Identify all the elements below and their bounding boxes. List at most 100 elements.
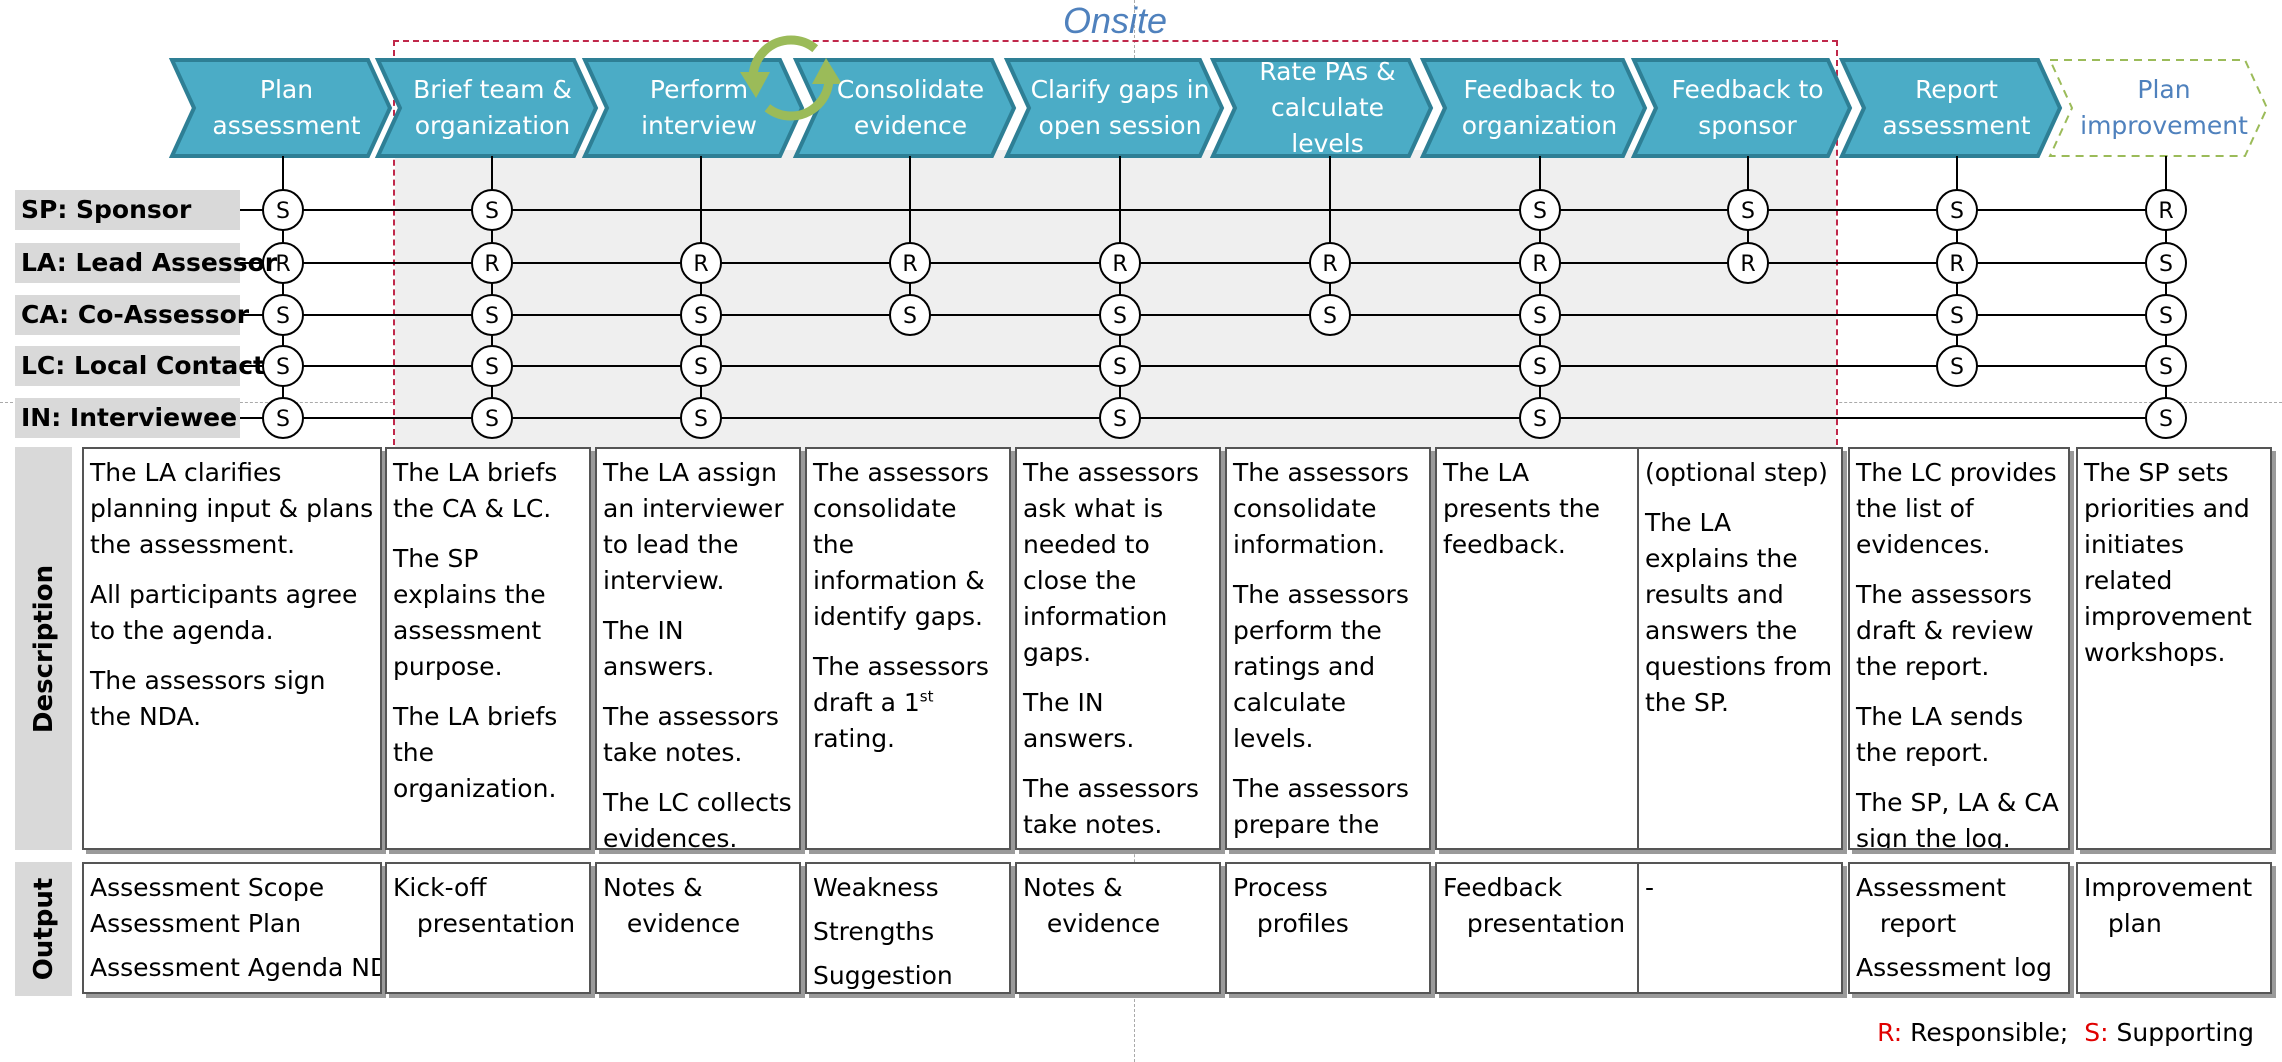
role-label-2: LA: Lead Assessor <box>15 243 277 283</box>
output-text: - <box>1645 873 1655 902</box>
svg-text:S: S <box>2159 407 2173 432</box>
output-text: Assessment Agenda NDA <box>90 953 382 982</box>
raci-marker: S <box>2145 242 2187 284</box>
output-text: Suggestion <box>813 961 953 990</box>
description-text: The assessors take notes. <box>1023 774 1199 839</box>
svg-text:S: S <box>2159 304 2173 329</box>
svg-text:S: S <box>276 199 290 224</box>
output-text: Kick-off presentation <box>393 873 576 938</box>
description-cell-2: The LA briefs the CA & LC.The SP explain… <box>385 447 591 850</box>
svg-text:S: S <box>694 355 708 380</box>
raci-marker: R <box>680 242 722 284</box>
raci-marker: R <box>262 242 304 284</box>
raci-marker: S <box>1099 397 1141 439</box>
description-text: The assessors ask what is needed to clos… <box>1023 458 1199 667</box>
raci-marker: S <box>2145 345 2187 387</box>
description-text: The assessors draft & review the report. <box>1856 580 2034 681</box>
role-label-1: SP: Sponsor <box>15 190 240 230</box>
raci-marker: R <box>2145 189 2187 231</box>
raci-marker: S <box>680 345 722 387</box>
output-text: Strengths <box>813 917 935 946</box>
description-text: The LA presents the feedback. <box>1443 458 1601 559</box>
raci-marker: R <box>1727 242 1769 284</box>
svg-text:R: R <box>2158 199 2173 224</box>
svg-text:R: R <box>1740 252 1755 277</box>
svg-text:S: S <box>1950 355 1964 380</box>
chevron-step-6 <box>1209 58 1434 158</box>
step-label-2: Brief team & organization <box>413 75 572 140</box>
output-text: Assessment log <box>1856 953 2053 982</box>
svg-text:R: R <box>1532 252 1547 277</box>
raci-marker: S <box>2145 397 2187 439</box>
svg-text:S: S <box>1950 199 1964 224</box>
description-label: Description <box>15 447 72 850</box>
output-text: Assessment Scope Assessment Plan <box>90 873 325 938</box>
step-label-3: Perform interview <box>641 75 757 140</box>
step-label-10: Plan improvement <box>2080 75 2248 140</box>
output-cell-5: Notes & evidence <box>1015 862 1221 994</box>
step-label-7: Feedback to organization <box>1461 75 1618 140</box>
svg-text:S: S <box>2159 252 2173 277</box>
chevron-step-9 <box>1838 58 2063 158</box>
svg-text:S: S <box>276 407 290 432</box>
description-text: All participants agree to the agenda. <box>90 580 358 645</box>
raci-marker: S <box>1309 294 1351 336</box>
svg-text:R: R <box>693 252 708 277</box>
raci-marker: S <box>1727 189 1769 231</box>
svg-text:S: S <box>1113 355 1127 380</box>
description-text: The assessors prepare the feedback. <box>1233 774 1409 848</box>
raci-marker: S <box>1519 294 1561 336</box>
description-cell-7: The LA presents the feedback. <box>1435 447 1641 850</box>
legend: R: Responsible; S: Supporting <box>1877 1018 2254 1047</box>
description-text: The IN answers. <box>603 616 715 681</box>
output-cell-2: Kick-off presentation <box>385 862 591 994</box>
raci-marker: R <box>1099 242 1141 284</box>
raci-marker: S <box>1099 345 1141 387</box>
raci-marker: R <box>471 242 513 284</box>
description-text: The assessors take notes. <box>603 702 779 767</box>
raci-marker: R <box>1936 242 1978 284</box>
svg-text:S: S <box>485 304 499 329</box>
raci-marker: S <box>680 397 722 439</box>
output-cell-7: Feedback presentation <box>1435 862 1641 994</box>
svg-text:R: R <box>1112 252 1127 277</box>
svg-text:S: S <box>694 407 708 432</box>
svg-text:S: S <box>2159 355 2173 380</box>
raci-marker: S <box>471 345 513 387</box>
raci-marker: S <box>471 397 513 439</box>
description-cell-5: The assessors ask what is needed to clos… <box>1015 447 1221 850</box>
raci-marker: R <box>889 242 931 284</box>
description-text: The LC provides the list of evidences. <box>1856 458 2057 559</box>
svg-text:S: S <box>1533 355 1547 380</box>
chevron-step-5 <box>1003 58 1225 158</box>
svg-text:R: R <box>1322 252 1337 277</box>
description-cell-10: The SP sets priorities and initiates rel… <box>2076 447 2272 850</box>
output-text: Notes & evidence <box>603 873 741 938</box>
raci-marker: S <box>1519 345 1561 387</box>
raci-marker: R <box>1309 242 1351 284</box>
output-cell-3: Notes & evidence <box>595 862 801 994</box>
svg-text:S: S <box>1533 199 1547 224</box>
step-label-4: Consolidate evidence <box>836 75 985 140</box>
svg-text:S: S <box>276 304 290 329</box>
role-label-5: IN: Interviewee <box>15 398 240 438</box>
raci-marker: S <box>262 397 304 439</box>
svg-text:R: R <box>484 252 499 277</box>
refresh-cycle-icon <box>740 35 842 121</box>
raci-marker: S <box>2145 294 2187 336</box>
description-text: The IN answers. <box>1023 688 1135 753</box>
raci-marker: S <box>1936 294 1978 336</box>
legend-r-text: Responsible; <box>1902 1018 2069 1047</box>
step-label-9: Report assessment <box>1882 75 2031 140</box>
description-cell-4: The assessors consolidate the informatio… <box>805 447 1011 850</box>
step-label-8: Feedback to sponsor <box>1671 75 1824 140</box>
chevron-step-2 <box>374 58 599 158</box>
svg-text:S: S <box>1323 304 1337 329</box>
legend-s-text: Supporting <box>2108 1018 2255 1047</box>
raci-marker: S <box>889 294 931 336</box>
role-label-4: LC: Local Contact <box>15 346 265 386</box>
